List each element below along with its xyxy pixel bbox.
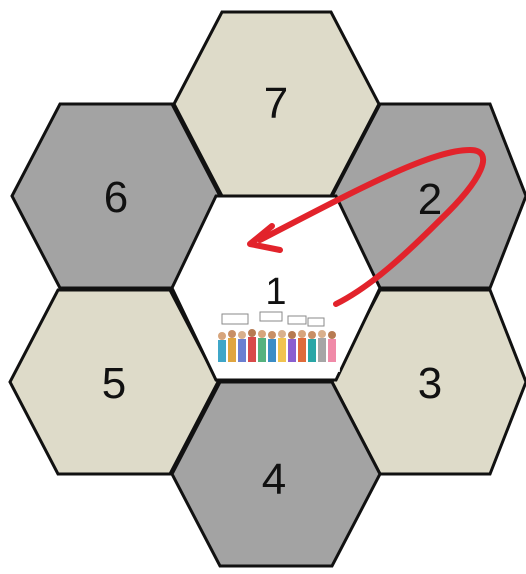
hex-2-label: 2 [418, 175, 442, 224]
hex-1: 1 [172, 196, 380, 380]
hex-4-label: 4 [262, 455, 286, 504]
hex-7-label: 7 [264, 79, 288, 128]
hex-5-label: 5 [102, 359, 126, 408]
hex-1-label: 1 [265, 271, 286, 313]
hex-3-label: 3 [418, 359, 442, 408]
crowd-protest-illustration-icon [216, 312, 340, 372]
hex-6-label: 6 [104, 173, 128, 222]
